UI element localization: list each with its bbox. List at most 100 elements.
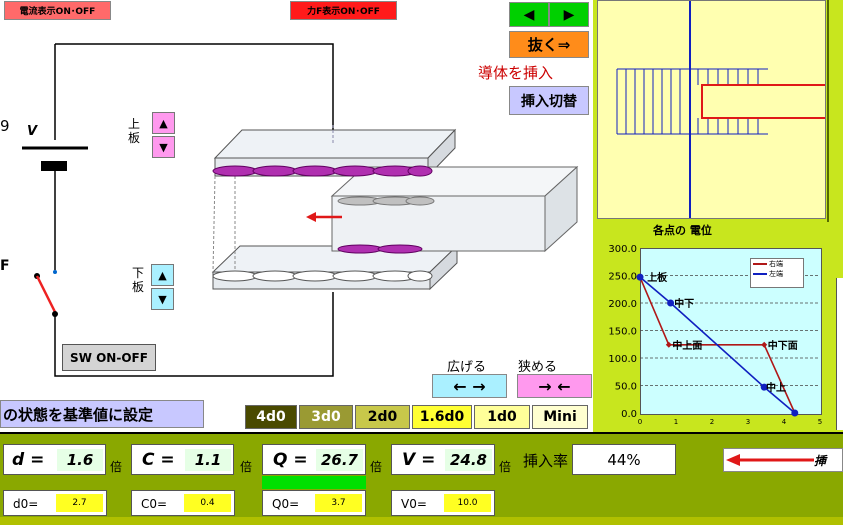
v0-label: V0=	[401, 497, 427, 511]
c0-value: 0.4	[184, 494, 231, 512]
data-point	[791, 409, 799, 417]
d0-box: d0= 2.7	[3, 490, 107, 516]
c0-label: C0=	[141, 497, 168, 511]
bottom-strip	[0, 517, 843, 525]
distance-button[interactable]: 4d0	[245, 405, 297, 429]
distance-button[interactable]: Mini	[532, 405, 588, 429]
d0-label: d0=	[13, 497, 39, 511]
d0-value: 2.7	[56, 494, 103, 512]
force-display-toggle[interactable]: 力F表示ON･OFF	[290, 1, 397, 20]
y-tick-label: 250.0	[608, 272, 637, 283]
legend-swatch-left	[753, 273, 767, 275]
y-tick-label: 100.0	[608, 354, 637, 365]
point-annotation: 中下	[674, 297, 694, 310]
d-value: 1.6	[57, 449, 103, 471]
q-indicator-bar	[262, 476, 366, 489]
q-readout: Q = 26.7	[262, 444, 366, 475]
d-readout: d = 1.6	[3, 444, 106, 475]
y-tick-label: 300.0	[608, 244, 637, 255]
triangle-up-icon: ▲	[159, 116, 168, 130]
x-tick-label: 5	[818, 418, 822, 426]
panel-divider	[827, 0, 829, 222]
point-annotation: 中下面	[768, 339, 798, 352]
triangle-down-icon: ▼	[158, 292, 167, 306]
lower-plate-down-button[interactable]: ▼	[151, 288, 174, 310]
data-point	[760, 383, 768, 391]
set-reference-button[interactable]: の状態を基準値に設定	[0, 400, 204, 428]
d-label: d =	[12, 450, 45, 470]
legend-label-left: 左端	[769, 270, 783, 278]
distance-button[interactable]: 1d0	[474, 405, 530, 429]
switch-lever	[35, 275, 57, 313]
d-unit: 倍	[110, 460, 123, 474]
upper-plate-down-button[interactable]: ▼	[152, 136, 175, 158]
x-tick-label: 4	[782, 418, 787, 426]
left-arrow-icon	[726, 454, 814, 466]
x-tick-label: 0	[638, 418, 642, 426]
battery-short-plate	[41, 161, 67, 171]
triangle-left-icon: ◀	[523, 6, 535, 23]
data-point	[665, 341, 672, 348]
x-tick-label: 3	[746, 418, 750, 426]
v-readout: V = 24.8	[391, 444, 495, 475]
c-value: 1.1	[185, 449, 231, 471]
point-annotation: 上板	[647, 271, 668, 284]
sw-onoff-button[interactable]: SW ON-OFF	[62, 344, 156, 371]
v-value: 24.8	[445, 449, 492, 471]
upper-plate-charges	[212, 165, 433, 177]
insert-direction-label: 挿	[814, 453, 827, 468]
c-readout: C = 1.1	[131, 444, 234, 475]
c-label: C =	[142, 450, 175, 470]
data-point	[761, 341, 768, 348]
widen-button[interactable]: ← →	[432, 374, 507, 398]
y-tick-label: 150.0	[608, 327, 637, 338]
x-tick-label: 1	[674, 418, 678, 426]
y-tick-label: 50.0	[615, 382, 637, 393]
legend-item-left: 左端	[751, 269, 803, 279]
v0-value: 10.0	[444, 494, 491, 512]
x-tick-label: 2	[710, 418, 714, 426]
upper-plate-label: 上板	[128, 117, 141, 145]
widen-label: 広げる	[447, 360, 487, 375]
nav-left-button[interactable]: ◀	[509, 2, 549, 27]
point-annotation: 中上	[766, 381, 786, 394]
distance-button[interactable]: 1.6d0	[412, 405, 472, 429]
force-arrow-head	[306, 212, 316, 222]
triangle-right-icon: ▶	[563, 6, 575, 23]
zoom-view	[597, 0, 826, 219]
pull-button[interactable]: 抜く⇒	[509, 31, 589, 58]
lower-plate-charges	[212, 270, 433, 282]
zoom-diagram	[616, 1, 825, 218]
triangle-down-icon: ▼	[159, 140, 168, 154]
data-point	[636, 273, 644, 281]
insert-rate-label: 挿入率	[523, 452, 569, 470]
lower-plate-label: 下板	[132, 266, 145, 294]
q-value: 26.7	[316, 449, 363, 471]
legend-item-right: 右端	[751, 259, 803, 269]
point-annotation: 中上面	[672, 339, 702, 352]
lower-plate-up-button[interactable]: ▲	[151, 264, 174, 286]
q0-box: Q0= 3.7	[262, 490, 366, 516]
distance-button[interactable]: 3d0	[299, 405, 353, 429]
narrow-label: 狭める	[518, 360, 558, 375]
y-tick-label: 0.0	[621, 409, 637, 420]
v0-box: V0= 10.0	[391, 490, 495, 516]
insert-switch-button[interactable]: 挿入切替	[509, 86, 589, 115]
data-point	[667, 299, 675, 307]
v-label: V =	[402, 450, 436, 470]
current-display-toggle[interactable]: 電流表示ON･OFF	[4, 1, 111, 20]
series-line-1	[639, 276, 796, 414]
nav-right-button[interactable]: ▶	[549, 2, 589, 27]
v-unit: 倍	[499, 460, 512, 474]
chart-title: 各点の 電位	[653, 224, 712, 237]
right-edge-panel	[836, 278, 843, 430]
distance-button[interactable]: 2d0	[355, 405, 410, 429]
upper-plate-up-button[interactable]: ▲	[152, 112, 175, 134]
legend-swatch-right	[753, 263, 767, 265]
circuit-diagram	[22, 43, 579, 377]
insert-direction-button[interactable]: 挿	[723, 448, 843, 472]
narrow-button[interactable]: → ←	[517, 374, 592, 398]
c-unit: 倍	[240, 460, 253, 474]
insert-rate-value: 44%	[572, 444, 676, 475]
